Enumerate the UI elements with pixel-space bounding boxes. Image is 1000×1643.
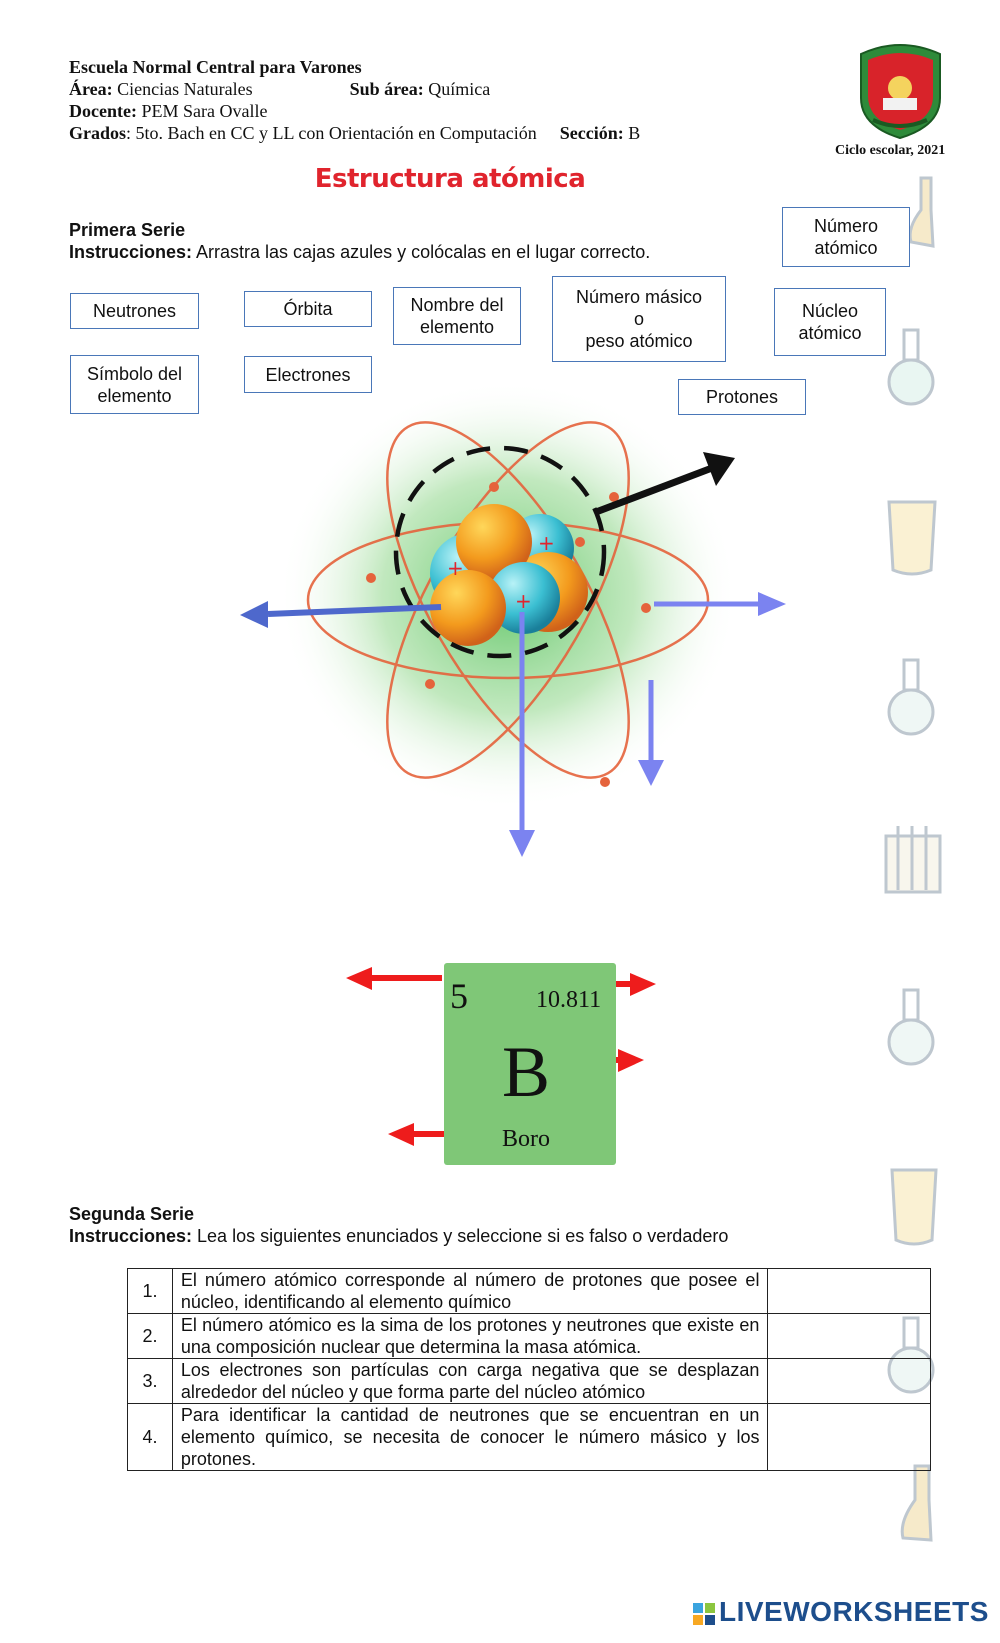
statement-text: El número atómico corresponde al número … [171, 1268, 769, 1314]
subarea-label: Sub área: [349, 79, 424, 99]
flask-round-icon [887, 658, 935, 736]
statement-text: Para identificar la cantidad de neutrone… [171, 1403, 769, 1471]
drag-box-neutrones[interactable]: Neutrones [70, 293, 199, 329]
svg-text:+: + [515, 589, 532, 613]
flask-icon [908, 176, 935, 248]
red-arrow-atomic-number-icon [346, 967, 442, 990]
blue-arrow-left-icon [240, 601, 442, 628]
grades-label: Grados [69, 123, 127, 143]
teacher-label: Docente: [69, 101, 137, 121]
beaker-icon [887, 500, 937, 576]
answer-select-4[interactable] [767, 1403, 931, 1471]
drag-box-line: Neutrones [92, 301, 177, 321]
serie1-instructions: Primera Serie Instrucciones: Arrastra la… [69, 219, 650, 263]
serie2-instr-label: Instrucciones: [69, 1226, 193, 1246]
table-row: 1. El número atómico corresponde al núme… [127, 1268, 931, 1314]
serie1-heading: Primera Serie [69, 220, 186, 240]
answer-select-2[interactable] [767, 1313, 931, 1359]
nucleus: + + + [430, 504, 588, 646]
nucleus-dashed-circle [393, 445, 607, 659]
flask-round-icon [887, 988, 935, 1066]
school-crest-logo [860, 44, 941, 140]
serie1-instr-text: Arrastra las cajas azules y colócalas en… [192, 242, 651, 262]
drag-box-line: Símbolo del [86, 363, 183, 384]
drag-box-protones[interactable]: Protones [678, 379, 806, 415]
drag-box-electrones[interactable]: Electrones [244, 356, 372, 393]
drag-box-line: atómico [814, 238, 878, 258]
liveworksheets-brand: LIVEWORKSHEETS [719, 1596, 989, 1627]
grades-value: : 5to. Bach en CC y LL con Orientación e… [126, 123, 537, 143]
statement-number: 3. [127, 1358, 173, 1404]
black-arrow-icon [594, 452, 735, 516]
element-card-boron: 5 10.811 B Boro [444, 963, 616, 1165]
svg-text:+: + [538, 531, 555, 555]
area-label: Área: [69, 79, 113, 99]
drag-box-line: o [633, 309, 644, 329]
drag-box-line: Nombre del [410, 295, 504, 315]
flask-icon [900, 1464, 933, 1542]
statement-number: 1. [127, 1268, 173, 1314]
test-tube-rack-icon [884, 826, 942, 894]
answer-select-1[interactable] [767, 1268, 931, 1314]
serie2-instr-text: Lea los siguientes enunciados y seleccio… [192, 1226, 729, 1246]
statement-number: 4. [127, 1403, 173, 1471]
element-symbol: B [502, 1032, 551, 1112]
electrons [366, 482, 651, 787]
drag-box-line: Número másico [575, 287, 703, 307]
blue-arrow-right-icon [654, 592, 786, 616]
liveworksheets-mark-icon [693, 1602, 715, 1625]
statement-text: Los electrones son partículas con carga … [171, 1358, 769, 1404]
area-value: Ciencias Naturales [117, 79, 253, 99]
serie2-heading: Segunda Serie [69, 1204, 195, 1224]
table-row: 4. Para identificar la cantidad de neutr… [127, 1403, 931, 1471]
drag-box-line: Número [813, 216, 879, 236]
statement-number: 2. [127, 1313, 173, 1359]
answer-select-3[interactable] [767, 1358, 931, 1404]
beaker-icon [890, 1168, 938, 1246]
true-false-table: 1. El número atómico corresponde al núme… [127, 1268, 931, 1471]
serie2-instructions: Segunda Serie Instrucciones: Lea los sig… [69, 1203, 728, 1247]
drag-box-line: elemento [419, 317, 495, 337]
drag-box-line: Electrones [265, 364, 351, 385]
section-value: B [628, 123, 641, 143]
serie1-instr-label: Instrucciones: [69, 242, 193, 262]
school-name: Escuela Normal Central para Varones [69, 57, 362, 77]
drag-box-line: Protones [705, 387, 779, 407]
school-cycle: Ciclo escolar, 2021 [835, 143, 946, 158]
element-name: Boro [502, 1126, 550, 1152]
drag-box-line: elemento [97, 385, 172, 406]
table-row: 2. El número atómico es la sima de los p… [127, 1313, 931, 1359]
table-row: 3. Los electrones son partículas con car… [127, 1358, 931, 1404]
section-label: Sección: [559, 123, 624, 143]
element-atomic-number: 5 [450, 976, 468, 1016]
flask-round-icon [887, 328, 935, 406]
header: Escuela Normal Central para Varones Área… [69, 56, 640, 144]
drag-box-line: Núcleo [801, 301, 859, 321]
blue-arrow-down-center-icon [509, 612, 535, 857]
statement-text: El número atómico es la sima de los prot… [171, 1313, 769, 1359]
teacher-value: PEM Sara Ovalle [141, 101, 268, 121]
blue-arrow-down-right-icon [638, 680, 664, 786]
liveworksheets-logo: LIVEWORKSHEETS [693, 1596, 989, 1628]
drag-box-line: atómico [798, 323, 862, 343]
drag-box-line: peso atómico [585, 331, 693, 351]
svg-text:+: + [447, 556, 464, 580]
subarea-value: Química [428, 79, 491, 99]
drag-box-line: Órbita [283, 299, 333, 319]
element-atomic-mass: 10.811 [536, 987, 602, 1013]
drag-box-orbita[interactable]: Órbita [244, 291, 372, 327]
page-title: Estructura atómica [314, 164, 586, 194]
